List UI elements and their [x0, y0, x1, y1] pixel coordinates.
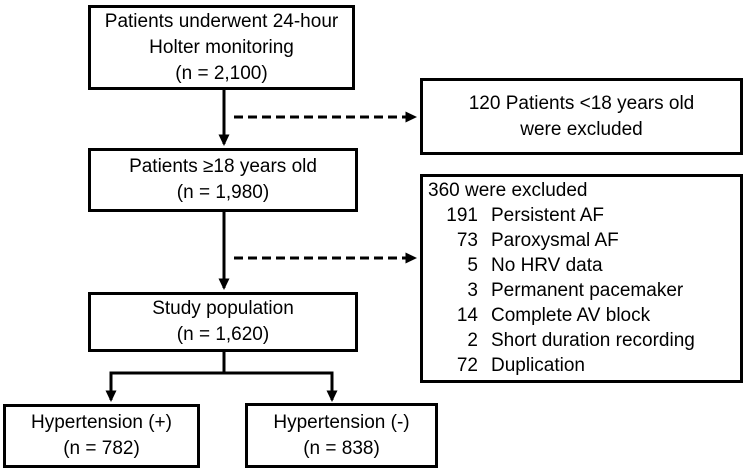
exclusion-header: 360 were excluded [428, 180, 588, 201]
exclusion-count: 14 [456, 305, 478, 326]
exclusion-item: 14 Complete AV block [428, 303, 734, 328]
box-text-line: Hypertension (+) [31, 412, 172, 433]
box-text-line: (n = 838) [303, 437, 380, 459]
box-text-line: (n = 2,100) [175, 62, 268, 84]
exclusion-count: 72 [456, 355, 478, 376]
exclusion-item: 3 Permanent pacemaker [428, 278, 734, 303]
box-text-line: (n = 782) [63, 438, 140, 459]
exclusion-label: No HRV data [491, 255, 603, 276]
box-text-line: Study population [152, 298, 294, 319]
exclusion-label: Complete AV block [491, 305, 651, 326]
exclusion-item: 191 Persistent AF [428, 203, 734, 228]
exclusion-count: 191 [446, 205, 478, 226]
box-adults: Patients ≥18 years old (n = 1,980) [88, 148, 358, 212]
exclusion-item: 5 No HRV data [428, 253, 734, 278]
exclusion-label: Short duration recording [491, 330, 695, 351]
box-text-line: (n = 1,980) [176, 182, 270, 203]
box-study-population: Study population (n = 1,620) [88, 292, 358, 352]
box-text-line: were excluded [520, 118, 643, 140]
exclusion-count: 3 [467, 280, 478, 301]
exclusion-label: Permanent pacemaker [491, 280, 684, 301]
exclusion-count: 5 [467, 255, 478, 276]
box-text-line: Hypertension (-) [273, 411, 410, 433]
exclusion-item: 72 Duplication [428, 353, 734, 378]
box-hypertension-positive: Hypertension (+) (n = 782) [3, 404, 200, 468]
box-text-line: 120 Patients <18 years old [468, 92, 695, 114]
box-text-line: Patients underwent 24-hour [104, 10, 339, 32]
box-text-line: (n = 1,620) [176, 324, 270, 345]
exclusion-count: 2 [467, 330, 478, 351]
box-hypertension-negative: Hypertension (-) (n = 838) [245, 403, 438, 468]
box-text-line: Holter monitoring [149, 36, 294, 58]
box-excluded-under-18: 120 Patients <18 years old were excluded [420, 78, 743, 155]
exclusion-item: 73 Paroxysmal AF [428, 228, 734, 253]
box-text-line: Patients ≥18 years old [129, 156, 317, 177]
box-excluded-360: 360 were excluded 191 Persistent AF 73 P… [420, 174, 743, 383]
exclusion-label: Persistent AF [491, 205, 604, 226]
box-holter-monitoring: Patients underwent 24-hour Holter monito… [88, 5, 355, 90]
exclusion-item: 2 Short duration recording [428, 328, 734, 353]
exclusion-label: Duplication [491, 355, 585, 376]
exclusion-count: 73 [456, 230, 478, 251]
exclusion-label: Paroxysmal AF [491, 230, 619, 251]
